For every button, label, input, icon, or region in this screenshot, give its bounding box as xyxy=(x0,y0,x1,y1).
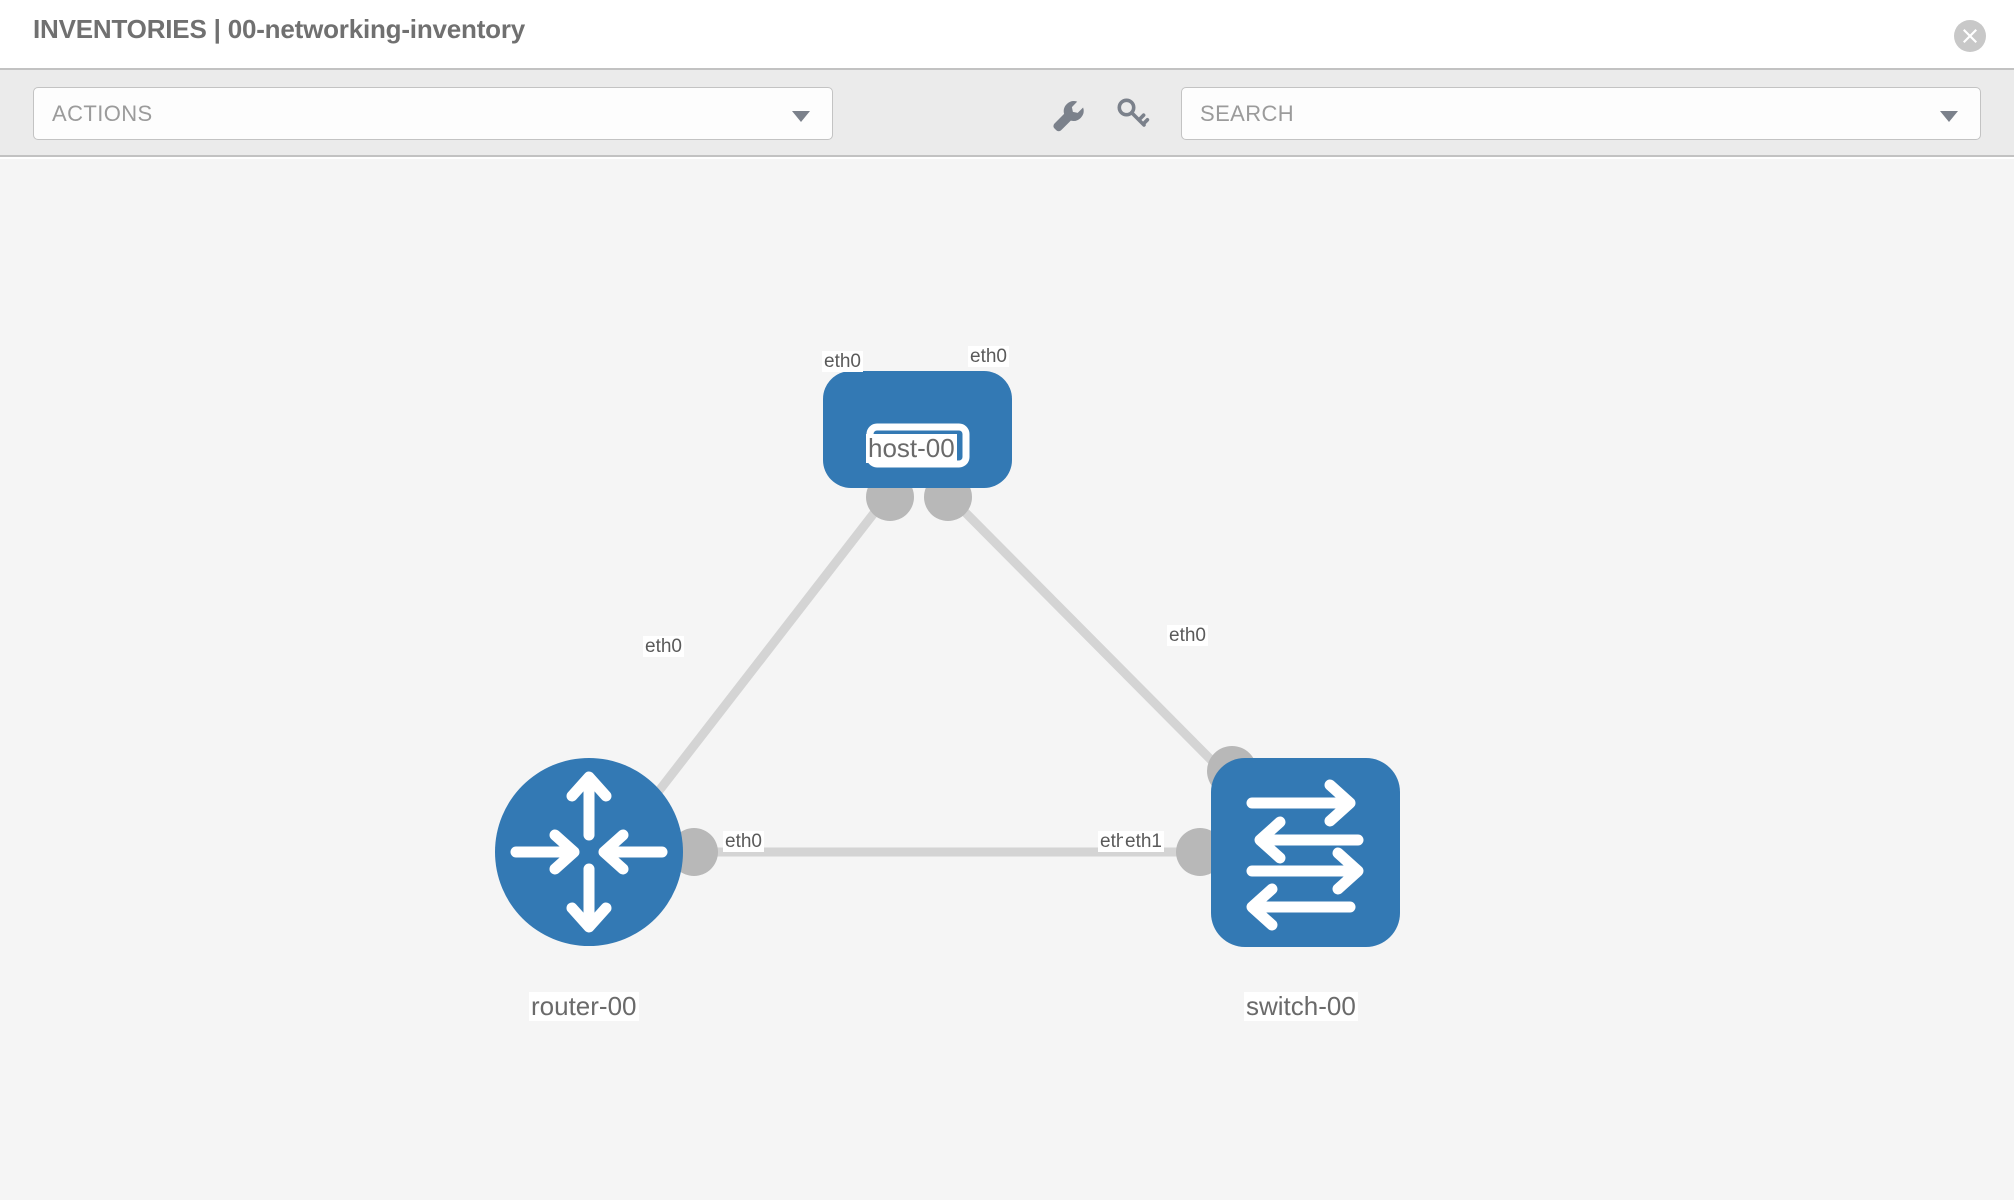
node-router-00 xyxy=(495,758,683,946)
iface-label-host00-right: eth0 xyxy=(968,346,1009,368)
node-label-host-00: host-00 xyxy=(866,433,957,464)
topology-canvas[interactable]: eth0 eth0 eth0 eth0 eth0 eth0 eth1 host-… xyxy=(0,159,2014,1200)
actions-dropdown[interactable]: ACTIONS xyxy=(33,87,833,140)
graph-edges xyxy=(644,491,1232,857)
search-input[interactable]: SEARCH xyxy=(1181,87,1981,140)
graph-connectors xyxy=(670,473,1257,876)
node-label-switch-00: switch-00 xyxy=(1244,991,1358,1022)
page-title: INVENTORIES | 00-networking-inventory xyxy=(33,14,526,44)
node-switch-00 xyxy=(1211,758,1400,947)
title-bar: INVENTORIES | 00-networking-inventory xyxy=(0,0,2014,68)
actions-dropdown-label: ACTIONS xyxy=(52,101,153,126)
iface-label-switch00-north: eth0 xyxy=(1167,625,1208,647)
edge-host00-switch00 xyxy=(944,491,1232,781)
wrench-icon[interactable] xyxy=(1044,92,1088,136)
iface-label-host00-left: eth0 xyxy=(822,351,863,373)
iface-label-router00-north: eth0 xyxy=(643,636,684,658)
chevron-down-icon xyxy=(792,111,810,122)
toolbar: ACTIONS SEARCH xyxy=(0,68,2014,157)
key-icon[interactable] xyxy=(1110,92,1154,136)
edge-host00-router00 xyxy=(644,492,892,808)
search-placeholder: SEARCH xyxy=(1200,101,1295,126)
node-host-00 xyxy=(823,371,1012,488)
chevron-down-icon[interactable] xyxy=(1940,111,1958,122)
iface-label-switch00-west-b: eth1 xyxy=(1123,831,1164,853)
topology-graph xyxy=(495,371,1400,947)
node-label-router-00: router-00 xyxy=(529,991,639,1022)
iface-label-router00-east: eth0 xyxy=(723,831,764,853)
close-icon[interactable] xyxy=(1954,20,1986,52)
